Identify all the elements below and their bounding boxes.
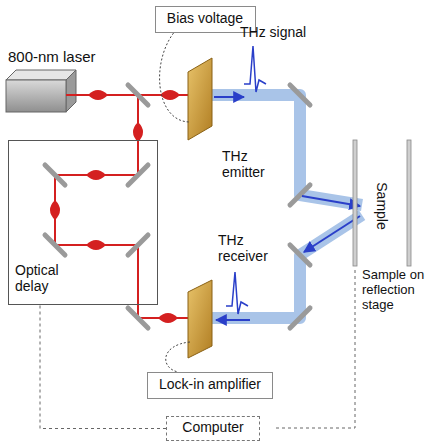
- mirrors: [45, 85, 310, 328]
- thz-arrows: [214, 97, 360, 320]
- node-text: Computer: [181, 419, 245, 435]
- sample-shape: Sample: [358, 150, 406, 262]
- node-text: Bias voltage: [166, 10, 245, 26]
- stage-label: Sample on reflection stage: [362, 268, 432, 313]
- receiver-label: THz receiver: [218, 232, 288, 264]
- node-text: Lock-in amplifier: [158, 376, 262, 392]
- bias-wire: [160, 30, 190, 122]
- thz-emitter-antenna: [188, 58, 212, 140]
- dashed-cable: [40, 305, 166, 429]
- thz-waveform: [244, 46, 266, 92]
- thz-beam-band: [212, 95, 362, 205]
- stage-bar: [407, 140, 411, 266]
- node-text: Sample: [374, 182, 390, 229]
- thz-receiver-antenna: [188, 280, 212, 358]
- computer-wire: [276, 267, 355, 428]
- laser-source: [6, 70, 76, 112]
- signal-label: THz signal: [240, 24, 306, 40]
- node-text: Optical delay: [15, 262, 75, 294]
- laser-label: 800-nm laser: [8, 48, 96, 65]
- optical-beam: [55, 95, 190, 318]
- lock-in-amplifier-box: Lock-in amplifier: [147, 372, 273, 399]
- laser-pulses: [50, 90, 180, 323]
- stage-bar: [353, 140, 357, 266]
- computer-box: Computer: [166, 416, 260, 441]
- thz-waveform: [226, 272, 248, 314]
- thz-beam-band: [212, 215, 362, 318]
- optical-delay-box: Optical delay: [8, 140, 158, 305]
- emitter-label: THz emitter: [222, 148, 284, 180]
- lockin-wire: [166, 342, 190, 372]
